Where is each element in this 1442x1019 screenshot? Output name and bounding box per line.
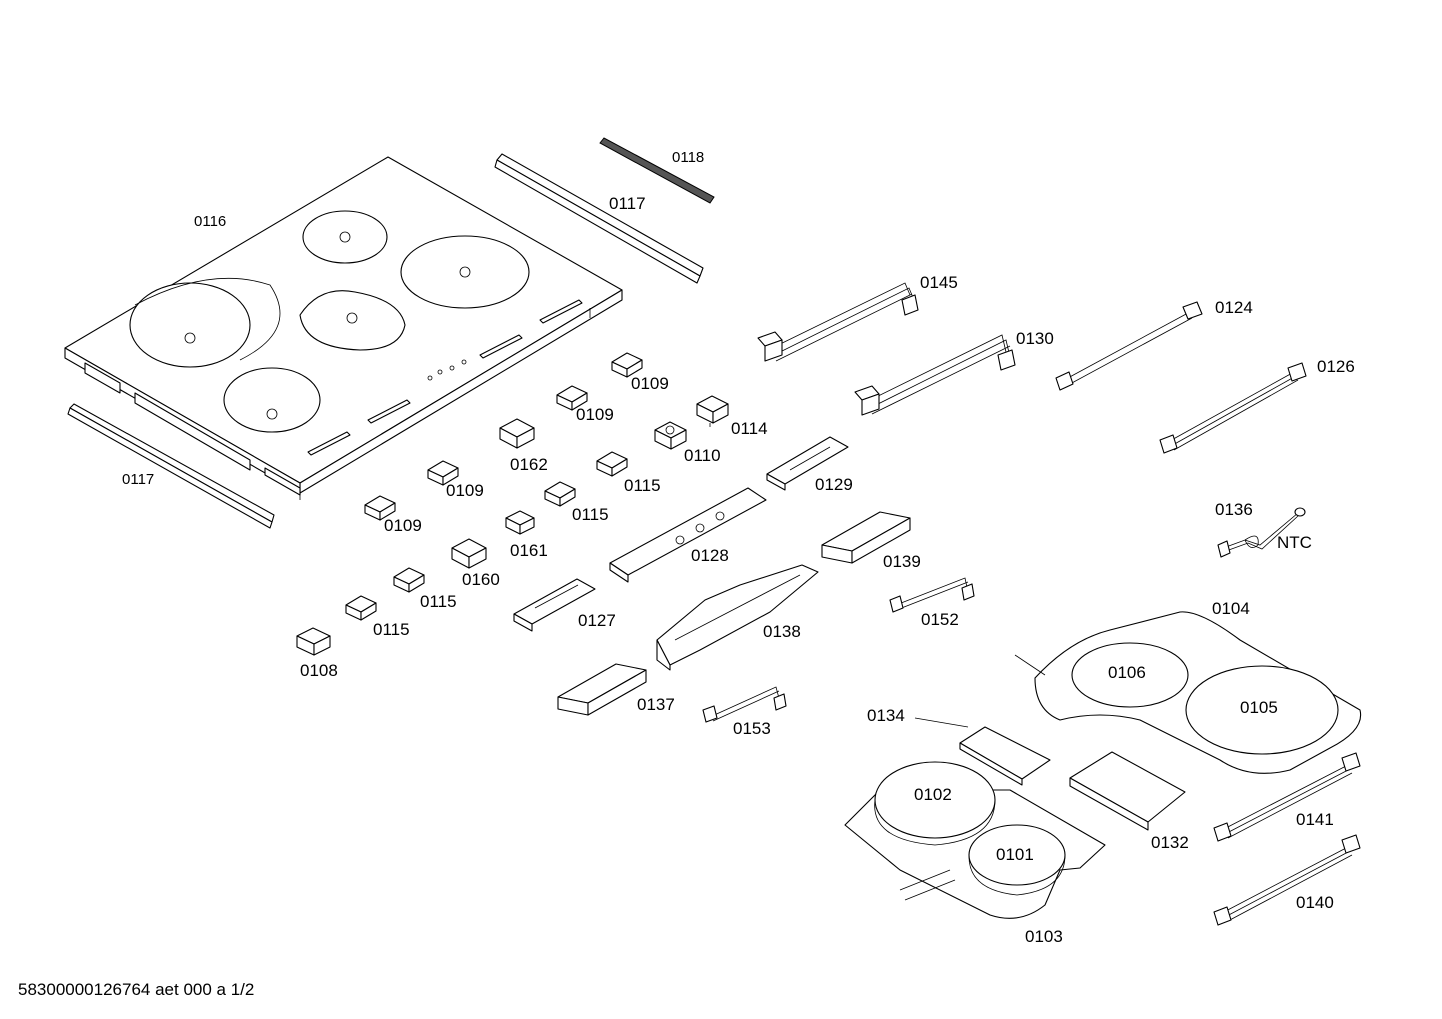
part-0137-housing [557,663,647,716]
label-0115-3: 0115 [420,592,457,611]
part-0153-cable [702,686,787,723]
label-0101: 0101 [996,845,1034,864]
part-0139-housing [821,511,911,564]
label-0109-3: 0109 [446,481,484,500]
part-0136-ntc-sensor [1217,507,1306,558]
label-0140: 0140 [1296,893,1334,912]
label-0130: 0130 [1016,329,1054,348]
label-0104: 0104 [1212,599,1250,618]
label-0132: 0132 [1151,833,1189,852]
part-0162-switch [499,418,535,449]
part-0126-cable [1159,362,1307,454]
part-0115-knob [345,595,377,621]
part-0130-cable [854,334,1016,416]
part-0127-board [513,578,596,632]
part-0109-knob [427,460,459,486]
label-0139: 0139 [883,552,921,571]
part-0109-knob [364,495,396,521]
label-0153: 0153 [733,719,771,738]
part-0124-cable [1055,301,1203,391]
label-0117-lower: 0117 [122,471,154,488]
label-0129: 0129 [815,475,853,494]
part-0140-cable [1213,834,1361,926]
part-0152-cable [889,577,975,613]
label-ntc: NTC [1277,533,1312,552]
part-0115-knob [393,567,425,593]
label-0152: 0152 [921,610,959,629]
part-0134-plate [914,717,1051,786]
part-0109-knob [556,385,588,411]
label-0103: 0103 [1025,927,1063,946]
label-0127: 0127 [578,611,616,630]
part-0114-switch [696,395,729,427]
part-0138-frame [656,564,819,671]
part-0104-coil-carrier [1014,611,1362,774]
label-0128: 0128 [691,546,729,565]
label-0160: 0160 [462,570,500,589]
label-0116: 0116 [194,213,226,230]
part-0161-switch [505,510,535,535]
label-0124: 0124 [1215,298,1253,317]
part-0132-shield [1069,751,1186,831]
label-0136: 0136 [1215,500,1253,519]
part-0118-strip [599,137,715,204]
label-0108: 0108 [300,661,338,680]
part-0109-knob [611,352,643,378]
part-0141-cable [1213,752,1361,842]
label-0102: 0102 [914,785,952,804]
label-0126: 0126 [1317,357,1355,376]
label-0141: 0141 [1296,810,1334,829]
part-0117-lower-strip [67,403,275,529]
label-0106: 0106 [1108,663,1146,682]
label-0109-2: 0109 [576,405,614,424]
label-0134: 0134 [867,706,905,725]
label-0161: 0161 [510,541,548,560]
document-id-footer: 58300000126764 aet 000 a 1/2 [18,980,255,999]
label-0109-4: 0109 [384,516,422,535]
label-0115-4: 0115 [373,620,410,639]
label-0110: 0110 [684,446,721,465]
part-0129-board [766,436,849,491]
label-0109-1: 0109 [631,374,669,393]
part-0110-switch [654,421,687,450]
label-0115-1: 0115 [624,476,661,495]
part-0160-switch [451,538,487,569]
part-0108-switch [296,627,331,656]
label-0137: 0137 [637,695,675,714]
label-0115-2: 0115 [572,505,609,524]
label-0145: 0145 [920,273,958,292]
label-0138: 0138 [763,622,801,641]
label-0117-upper: 0117 [609,194,646,213]
part-0117-upper-strip [494,153,704,284]
part-0115-knob [544,481,576,507]
part-0145-cable [757,282,919,362]
part-0116-cooktop-glass [64,156,623,500]
part-0128-board [609,487,767,583]
label-0162: 0162 [510,455,548,474]
label-0105: 0105 [1240,698,1278,717]
label-0114: 0114 [731,419,768,438]
part-0103-coil-carrier [844,761,1106,919]
part-0115-knob [596,451,628,477]
label-0118: 0118 [672,149,704,166]
